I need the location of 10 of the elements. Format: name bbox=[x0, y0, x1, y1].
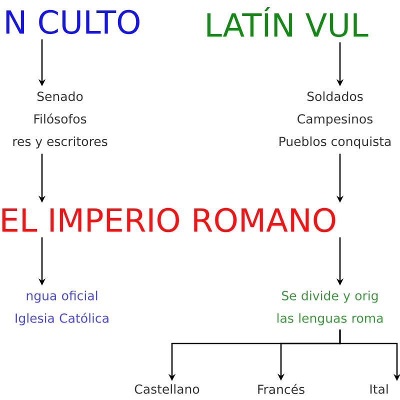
list-text: Senado Filósofos res y escritores bbox=[13, 91, 108, 149]
heading: LATÍN VUL bbox=[207, 6, 368, 38]
leaf-text: Castellano bbox=[134, 384, 200, 394]
leaf-text: Ital bbox=[370, 384, 388, 394]
result-text: ngua oficial Iglesia Católica bbox=[16, 290, 108, 326]
heading: EL IMPERIO ROMANO bbox=[2, 208, 336, 232]
result-text: Se divide y orig las lenguas roma bbox=[277, 290, 383, 326]
leaf-text: Francés bbox=[258, 384, 304, 394]
list-text: Soldados Campesinos Pueblos conquista bbox=[280, 91, 391, 149]
heading: N CULTO bbox=[6, 10, 140, 34]
